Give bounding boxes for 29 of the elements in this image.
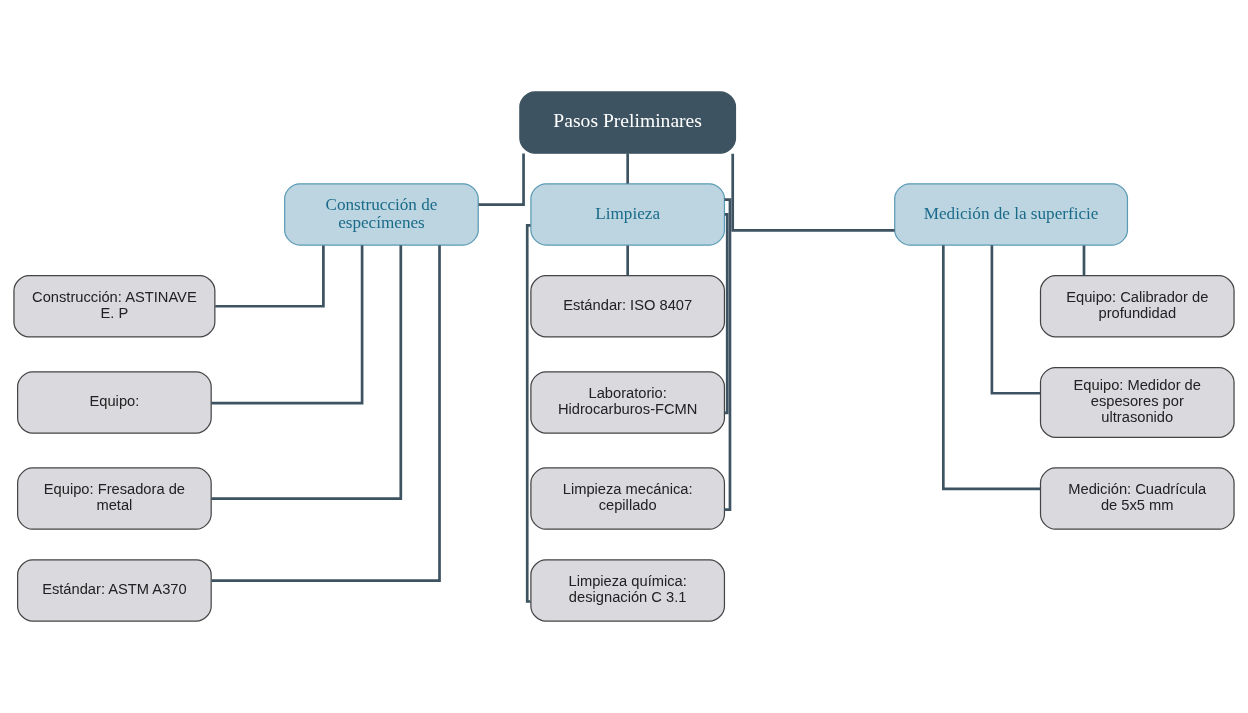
node-box: Equipo: Medidor de espesores por ultrasonido <box>1039 366 1235 438</box>
connector <box>941 245 1041 491</box>
node-box: Medición de la superficie <box>894 183 1129 246</box>
node-box: Estándar: ISO 8407 <box>530 275 726 338</box>
node-box: Equipo: <box>17 371 212 434</box>
connector <box>211 245 403 500</box>
node-box: Estándar: ASTM A370 <box>17 559 212 622</box>
node-box: Pasos Preliminares <box>519 91 737 154</box>
node-box: Equipo: Fresadora de metal <box>17 467 212 530</box>
node-box: Construcción: ASTINAVE E. P <box>13 275 216 338</box>
connector <box>990 245 1041 395</box>
connector <box>478 153 525 206</box>
connector <box>525 224 531 603</box>
connector <box>626 153 630 184</box>
node-box: Limpieza mecánica: cepillado <box>530 467 726 530</box>
connector <box>626 245 630 276</box>
connector <box>731 153 895 232</box>
connector <box>215 245 325 308</box>
connector <box>211 245 364 405</box>
node-box: Equipo: Calibrador de profundidad <box>1039 275 1235 338</box>
connector <box>1082 245 1086 276</box>
connector <box>211 245 441 583</box>
node-box: Limpieza <box>530 183 726 246</box>
connector <box>724 213 729 415</box>
node-box: Limpieza química: designación C 3.1 <box>530 559 726 622</box>
connector <box>724 198 732 511</box>
node-box: Construcción de especímenes <box>284 183 479 246</box>
node-box: Laboratorio: Hidrocarburos-FCMN <box>530 371 726 434</box>
node-box: Medición: Cuadrícula de 5x5 mm <box>1039 467 1235 530</box>
